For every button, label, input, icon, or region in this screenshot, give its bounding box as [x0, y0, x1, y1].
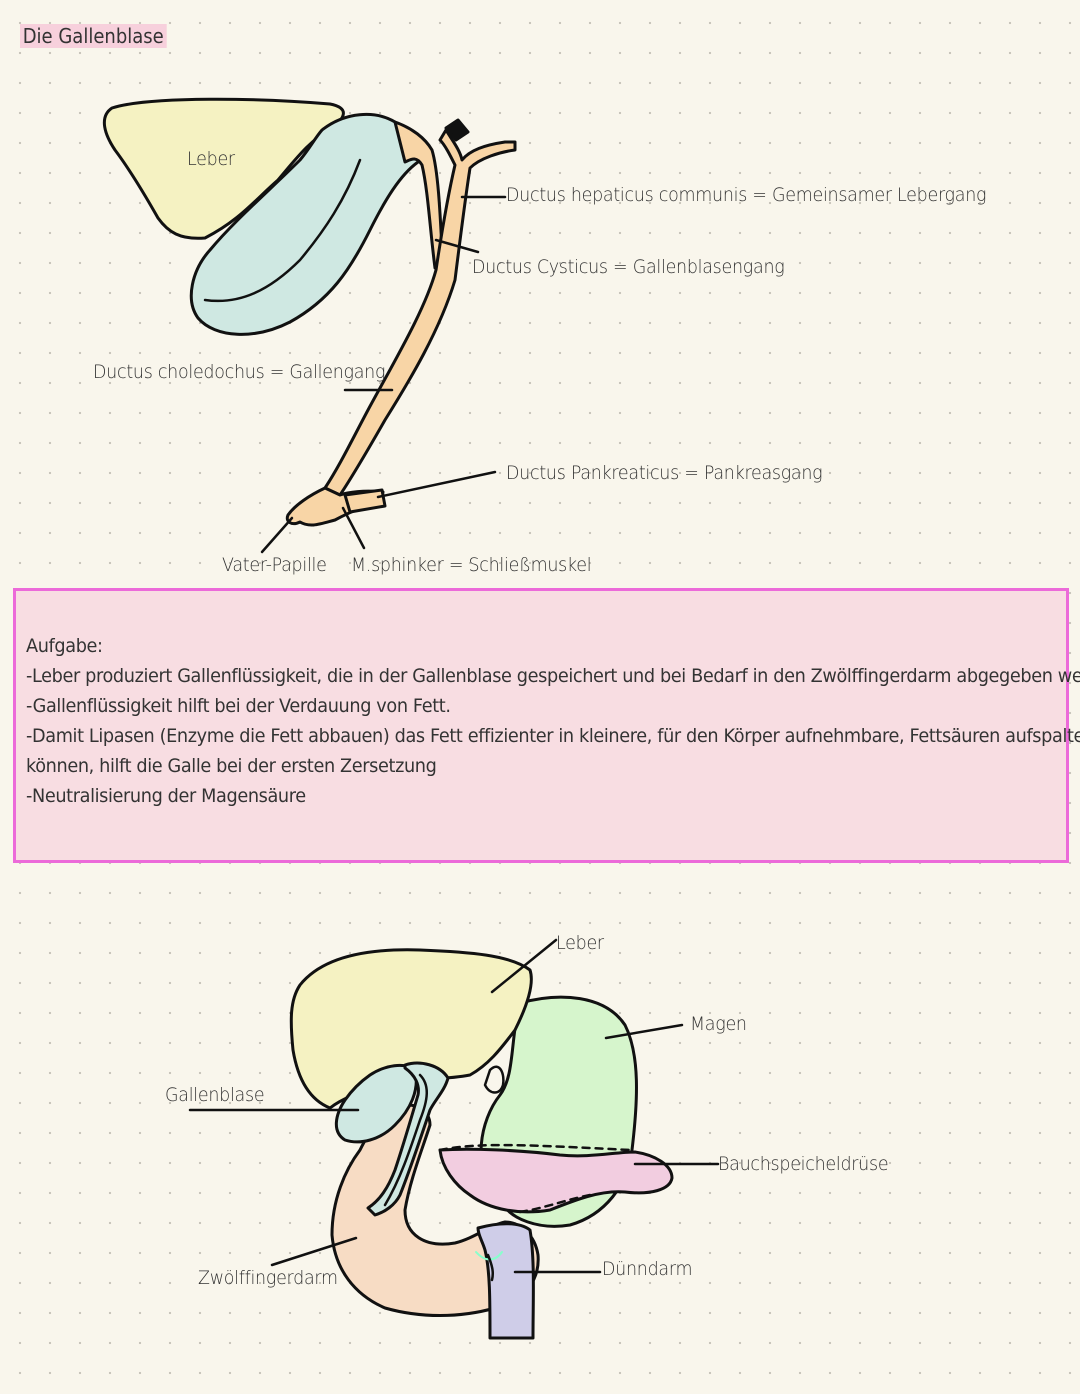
liver2-notch	[483, 1065, 505, 1094]
pointer-sphinkter	[341, 506, 366, 550]
gallbladder-fold	[203, 158, 362, 303]
label2-leber: Leber	[556, 932, 604, 954]
pointer2-zwoelffingerdarm	[270, 1236, 358, 1267]
label2-bauchspeicheldruese: Bauchspeicheldrüse	[718, 1153, 889, 1175]
label-pankreaticus: Ductus Pankreaticus = Pankreasgang	[506, 462, 823, 484]
small-intestine-shape	[476, 1222, 535, 1340]
duodenum-papilla	[486, 1253, 495, 1282]
pointer-pankreaticus	[376, 470, 497, 499]
task-box: Aufgabe: -Leber produziert Gallenflüssig…	[13, 588, 1080, 863]
label-leber: Leber	[187, 148, 235, 170]
liver2-shape	[289, 948, 533, 1110]
page-title: Die Gallenblase	[20, 24, 167, 48]
pancreas-dashed-edge-lower	[518, 1193, 592, 1214]
label-cysticus: Ductus Cysticus = Gallenblasengang	[472, 256, 785, 278]
pointer-cysticus	[434, 238, 480, 254]
pointer2-magen	[604, 1023, 684, 1040]
label2-duenndarm: Dünndarm	[602, 1258, 693, 1280]
hepatic-duct-cap	[444, 118, 470, 142]
pointer2-leber	[490, 938, 558, 994]
label-hepaticus: Ductus hepaticus communis = Gemeinsamer …	[506, 184, 987, 206]
label-sphinkter: M.sphinker = Schließmuskel	[351, 554, 592, 576]
pancreas-shape	[438, 1147, 674, 1214]
pancreatic-duct-stub	[343, 488, 387, 514]
task-line: -Neutralisierung der Magensäure	[26, 785, 306, 807]
label2-zwoelffingerdarm: Zwölffingerdarm	[198, 1267, 338, 1289]
task-text: Aufgabe: -Leber produziert Gallenflüssig…	[26, 631, 1080, 811]
label2-magen: Magen	[690, 1013, 747, 1035]
task-line: können, hilft die Galle bei der ersten Z…	[26, 755, 437, 777]
task-line: -Leber produziert Gallenflüssigkeit, die…	[26, 665, 1080, 687]
task-heading: Aufgabe:	[26, 635, 103, 657]
bile-duct2	[366, 1061, 450, 1217]
pancreas-dashed-edge	[438, 1143, 632, 1152]
common-bile-duct	[323, 128, 517, 497]
label2-gallenblase: Gallenblase	[165, 1084, 265, 1106]
label-choledochus: Ductus choledochus = Gallengang	[93, 361, 386, 383]
bile-duct2-line	[383, 1073, 428, 1207]
task-line: -Damit Lipasen (Enzyme die Fett abbauen)…	[26, 725, 1080, 747]
diagram-digestive-organs	[188, 938, 720, 1340]
diagram-gallbladder-ducts	[103, 97, 517, 554]
pointer-papille	[260, 516, 294, 554]
label-vater-papille: Vater-Papille	[222, 554, 327, 576]
task-line: -Gallenflüssigkeit hilft bei der Verdauu…	[26, 695, 451, 717]
